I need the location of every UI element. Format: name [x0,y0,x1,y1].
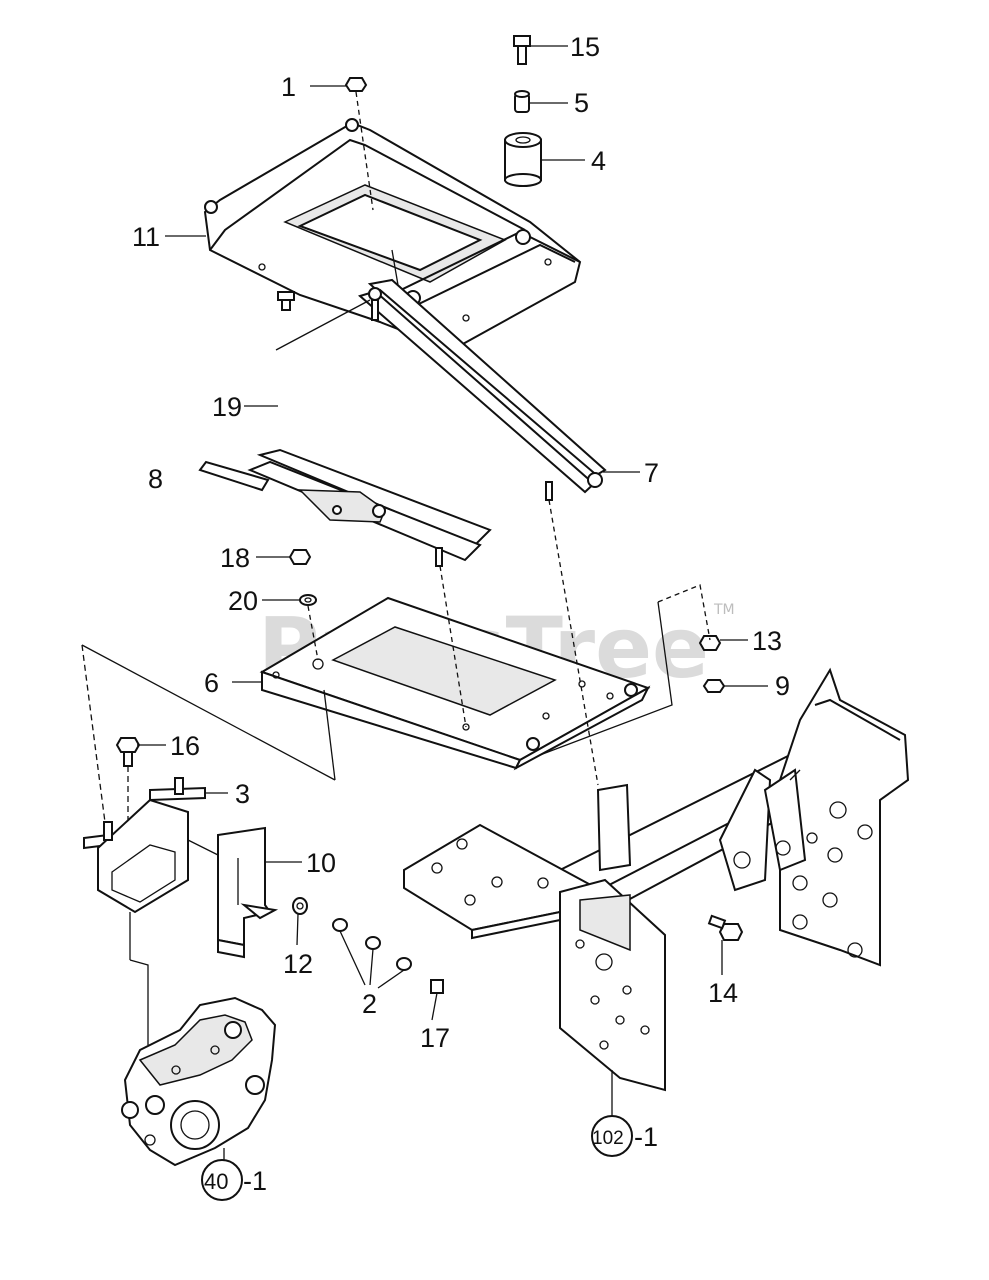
leader-12 [296,913,299,946]
leader-17 [431,992,438,1021]
dash-left-6 [323,689,336,781]
callout-13: 13 [752,626,782,656]
callout-19: 19 [212,392,242,422]
callout-6: 6 [204,668,219,698]
part-bracket-3[interactable] [83,777,206,914]
part-bolt-15[interactable] [513,35,531,65]
assembly-line-13 [539,601,673,756]
callout-3: 3 [235,779,250,809]
callout-2: 2 [362,989,377,1019]
part-bolt-14[interactable] [707,914,744,941]
leader-1-dash [355,91,374,211]
callout-4: 4 [591,146,606,176]
callout-20: 20 [228,586,258,616]
callout-5: 5 [574,88,589,118]
assembly-line-19 [275,299,371,351]
part-washers-2[interactable] [332,918,412,971]
part-nut-1[interactable] [344,77,368,92]
callout-8: 8 [148,464,163,494]
dash-13 [657,584,711,641]
callout-18: 18 [220,543,250,573]
leader-2a [339,930,366,986]
washer-dash-20 [307,605,319,661]
part-washer-12[interactable] [292,897,308,915]
part-spacer-5[interactable] [514,90,530,113]
part-seat-plate-6[interactable] [259,596,651,771]
callout-12: 12 [283,949,313,979]
part-frame-102[interactable] [403,667,910,1092]
callout-10: 10 [306,848,336,878]
callout-9: 9 [775,671,790,701]
dash-left-3 [81,644,107,831]
part-nut-9[interactable] [702,679,726,693]
reference-40-suffix: -1 [243,1166,267,1196]
reference-40[interactable]: 40 -1 [201,1159,267,1201]
part-nut-18[interactable] [288,549,312,565]
callout-16: 16 [170,731,200,761]
part-nut-17[interactable] [430,979,444,994]
callout-17: 17 [420,1023,450,1053]
stud-dash-7 [548,499,599,786]
reference-102-number: 102 [592,1128,624,1149]
line-3-10 [187,839,219,856]
watermark-trademark: TM [713,602,735,618]
line-to-pump [129,959,149,1045]
part-seat-pan-11[interactable] [203,118,582,352]
reference-40-number: 40 [204,1169,228,1194]
part-slide-rail-8[interactable] [198,448,492,567]
rail-stud-line [391,249,399,286]
part-washer-20[interactable] [299,594,317,606]
reference-102[interactable]: 102 -1 [591,1115,658,1157]
callout-15: 15 [570,32,600,62]
part-nut-13[interactable] [698,635,722,651]
callout-1: 1 [281,72,296,102]
leader-2b [369,948,374,986]
callout-11: 11 [132,222,160,252]
leader-2c [377,969,405,989]
callout-14: 14 [708,978,738,1008]
part-plate-10[interactable] [217,826,279,959]
reference-102-suffix: -1 [634,1122,658,1152]
assembly-line-upper [81,644,336,781]
callout-7: 7 [644,458,659,488]
part-screw-19[interactable] [277,291,295,311]
stud-dash-8 [439,565,467,728]
part-pump-40[interactable] [121,996,277,1167]
part-bolt-16[interactable] [115,737,141,767]
part-bushing-4[interactable] [504,132,542,187]
part-slide-rail-7[interactable] [357,278,607,501]
